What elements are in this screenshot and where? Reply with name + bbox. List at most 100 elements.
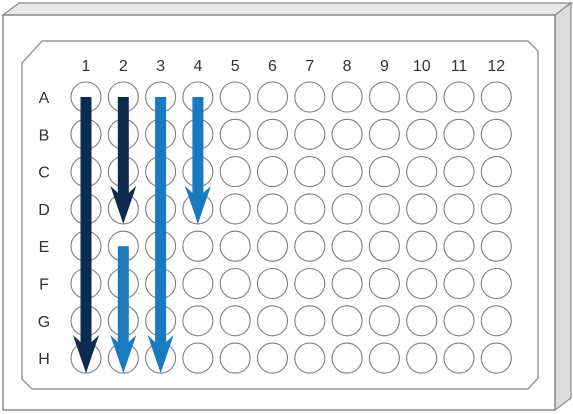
well-D9 (368, 193, 400, 225)
arrow-col3-A-to-H-shaft (155, 97, 167, 350)
well-G6 (256, 305, 289, 337)
row-label-E: E (39, 239, 50, 256)
well-E5 (219, 230, 251, 262)
column-label-1: 1 (82, 58, 91, 75)
well-A8 (331, 81, 363, 113)
arrow-col4-A-to-D-head (184, 185, 211, 224)
row-label-D: D (38, 202, 50, 219)
well-F9 (368, 267, 400, 300)
well-A6 (256, 81, 289, 113)
well-F10 (406, 267, 438, 300)
arrow-col1-A-to-H-shaft (80, 97, 92, 350)
plate-inner-outline (21, 40, 539, 390)
well-G9 (368, 305, 400, 337)
well-B9 (368, 118, 400, 150)
well-B10 (406, 118, 438, 150)
well-C12 (480, 156, 512, 188)
well-C10 (406, 156, 438, 188)
well-E7 (294, 230, 326, 262)
well-H9 (368, 342, 400, 374)
well-D11 (443, 193, 475, 225)
well-E8 (331, 230, 363, 262)
well-D8 (331, 193, 363, 225)
arrow-col4-A-to-D-shaft (192, 97, 204, 200)
well-H8 (331, 342, 363, 374)
column-label-4: 4 (193, 58, 202, 75)
well-F5 (219, 267, 251, 300)
well-C7 (294, 156, 326, 188)
column-label-2: 2 (119, 58, 128, 75)
well-H11 (443, 342, 475, 374)
well-G8 (331, 305, 363, 337)
well-A11 (443, 81, 475, 113)
well-E9 (368, 230, 400, 262)
arrow-col2-E-to-H-head (110, 335, 137, 374)
well-G12 (480, 305, 512, 337)
well-E10 (406, 230, 438, 262)
arrow-col2-A-to-D-shaft (117, 97, 129, 200)
column-label-10: 10 (413, 58, 431, 75)
well-F6 (256, 267, 289, 300)
well-H6 (256, 342, 289, 374)
arrow-col3-A-to-H-head (147, 335, 174, 374)
well-F4 (182, 267, 214, 300)
plate-side-right (554, 1, 572, 412)
well-B6 (256, 118, 289, 150)
column-label-12: 12 (487, 58, 505, 75)
well-D5 (219, 193, 251, 225)
well-A10 (406, 81, 438, 113)
well-D12 (480, 193, 512, 225)
well-G5 (219, 305, 251, 337)
well-E6 (256, 230, 289, 262)
plate-side-top (1, 2, 573, 16)
well-C9 (368, 156, 400, 188)
arrow-col2-E-to-H (110, 246, 137, 374)
well-F11 (443, 267, 475, 300)
row-labels: A B C D E F G H (38, 90, 50, 368)
well-A9 (368, 81, 400, 113)
well-G10 (406, 305, 438, 337)
arrow-col2-E-to-H-shaft (117, 246, 129, 350)
column-label-3: 3 (156, 58, 165, 75)
arrow-col2-A-to-D-head (110, 185, 137, 224)
well-D7 (294, 193, 326, 225)
arrow-col1-A-to-H (73, 97, 99, 374)
well-D6 (256, 193, 289, 225)
well-H4 (182, 342, 214, 374)
well-C6 (256, 156, 289, 188)
well-B11 (443, 118, 475, 150)
well-F7 (294, 267, 326, 300)
row-label-G: G (38, 314, 50, 331)
well-B7 (294, 118, 326, 150)
column-label-7: 7 (305, 58, 314, 75)
well-B5 (219, 118, 251, 150)
well-A7 (294, 81, 326, 113)
well-B8 (331, 118, 363, 150)
well-H5 (219, 342, 251, 374)
row-label-C: C (38, 165, 50, 182)
well-F8 (331, 267, 363, 300)
well-A5 (219, 81, 251, 113)
well-C5 (219, 156, 251, 188)
row-label-B: B (39, 127, 50, 144)
column-label-11: 11 (451, 58, 468, 75)
row-label-A: A (39, 90, 50, 107)
well-E11 (443, 230, 475, 262)
well-B12 (480, 118, 512, 150)
column-label-8: 8 (343, 58, 352, 75)
well-E12 (480, 230, 512, 262)
well-A12 (480, 81, 512, 113)
well-G4 (182, 305, 214, 337)
well-H10 (406, 342, 438, 374)
well-D10 (406, 193, 438, 225)
well-G7 (294, 305, 326, 337)
row-label-H: H (38, 351, 50, 368)
arrow-col3-A-to-H (147, 97, 174, 374)
arrows-layer (73, 97, 211, 374)
well-G11 (443, 305, 475, 337)
row-label-F: F (39, 277, 49, 294)
column-label-6: 6 (268, 58, 277, 75)
well-H12 (480, 342, 512, 374)
